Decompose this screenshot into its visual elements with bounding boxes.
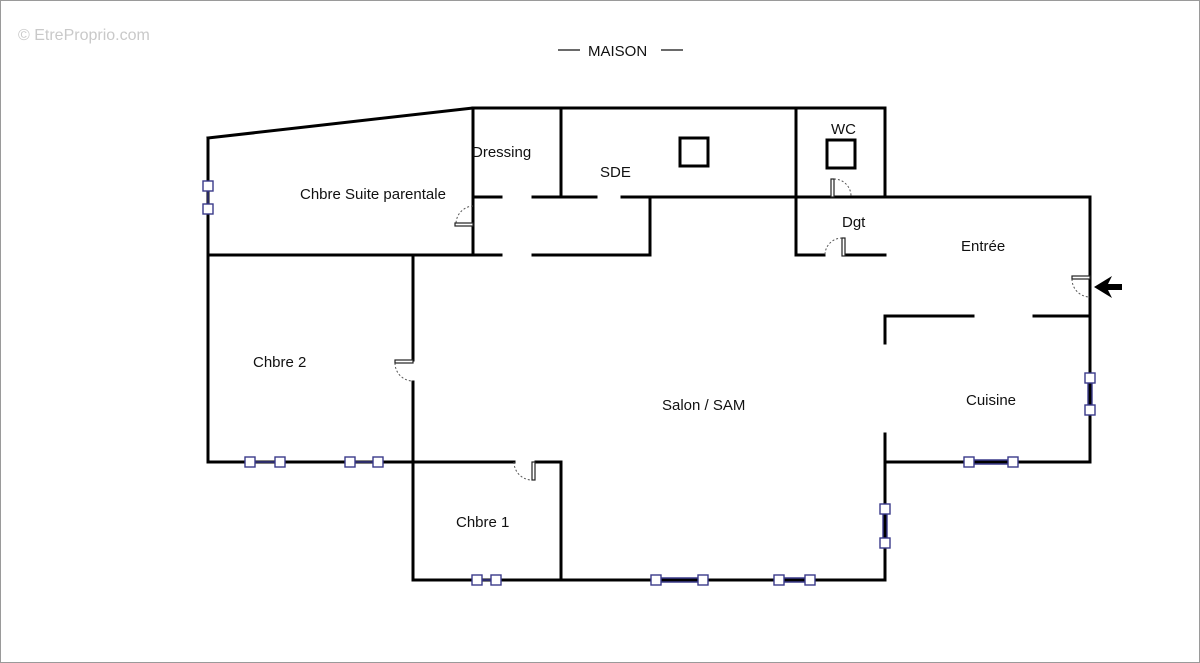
door-entrance <box>1071 275 1091 298</box>
room-label-cuisine: Cuisine <box>966 392 1016 409</box>
door-dgt <box>824 237 846 257</box>
window-salon-south-a <box>650 574 709 586</box>
room-label-entree: Entrée <box>961 238 1005 255</box>
room-label-dgt: Dgt <box>842 214 866 231</box>
window-cuisine-east <box>1084 372 1096 416</box>
room-label-suite: Chbre Suite parentale <box>300 186 446 203</box>
plan-title-text: MAISON <box>588 43 647 60</box>
entrance-arrow-icon <box>1094 276 1122 298</box>
door-wc <box>830 178 852 198</box>
plan-title: MAISON <box>558 43 683 60</box>
doors <box>394 178 1091 481</box>
windows <box>202 180 1096 586</box>
door-chbre1 <box>513 461 536 481</box>
window-chbre2-south-a <box>244 456 286 468</box>
wall-north <box>206 106 887 199</box>
door-chbre2 <box>394 359 414 382</box>
room-label-dressing: Dressing <box>472 144 531 161</box>
window-salon-east <box>879 503 891 549</box>
watermark: © EtreProprio.com <box>18 27 150 44</box>
window-salon-south-b <box>773 574 816 586</box>
door-suite <box>454 205 474 227</box>
room-label-sde: SDE <box>600 164 631 181</box>
window-suite-west <box>202 180 214 215</box>
room-label-chbre2: Chbre 2 <box>253 354 306 371</box>
window-chbre1-south <box>471 574 502 586</box>
window-cuisine-south <box>963 456 1019 468</box>
shaft-sde <box>678 136 710 168</box>
room-label-chbre1: Chbre 1 <box>456 514 509 531</box>
room-label-salon: Salon / SAM <box>662 397 745 414</box>
window-chbre2-south-b <box>344 456 384 468</box>
shaft-wc <box>825 138 857 170</box>
walls <box>206 106 1092 582</box>
room-label-wc: WC <box>831 121 856 138</box>
wall-kitchen-a <box>883 314 975 345</box>
